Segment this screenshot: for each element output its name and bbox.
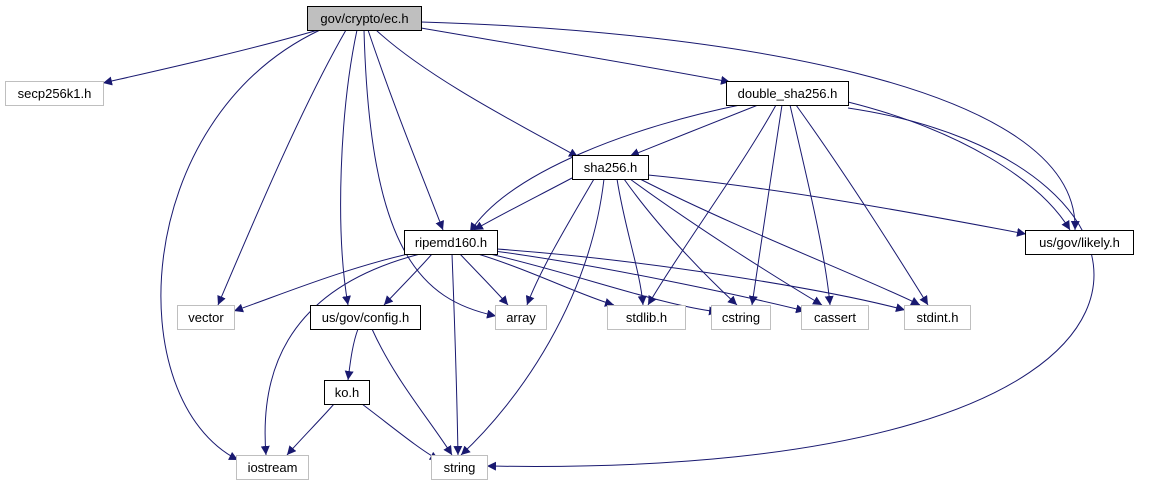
node-ec-h: gov/crypto/ec.h xyxy=(307,6,422,31)
node-double-sha256-h[interactable]: double_sha256.h xyxy=(726,81,849,106)
node-label: us/gov/likely.h xyxy=(1039,235,1120,250)
node-box xyxy=(495,305,547,330)
node-label: us/gov/config.h xyxy=(322,310,409,325)
node-box xyxy=(5,81,104,106)
node-box xyxy=(726,81,849,106)
node-string: string xyxy=(431,455,488,480)
edge-ec-h-to-ripemd160-h xyxy=(367,29,444,231)
edge-ec-h-to-iostream xyxy=(160,29,321,461)
node-box xyxy=(1025,230,1134,255)
node-iostream: iostream xyxy=(236,455,309,480)
node-box xyxy=(307,6,422,31)
node-stdlib-h: stdlib.h xyxy=(607,305,686,330)
edge-double-sha256-h-to-cstring xyxy=(748,104,783,306)
edge-sha256-h-to-cassert xyxy=(629,178,823,306)
node-box xyxy=(711,305,771,330)
node-box xyxy=(801,305,869,330)
node-array: array xyxy=(495,305,547,330)
node-label: double_sha256.h xyxy=(738,86,838,101)
edge-config-h-to-ko-h xyxy=(344,328,359,381)
edge-config-h-to-string xyxy=(371,328,453,456)
node-box xyxy=(572,155,649,180)
edge-ripemd160-h-to-config-h xyxy=(383,253,433,306)
edge-ec-h-to-likely-h xyxy=(420,21,1080,231)
node-box xyxy=(310,305,421,330)
edge-ripemd160-h-to-cassert xyxy=(493,250,806,314)
edge-double-sha256-h-to-stdint-h xyxy=(795,104,929,306)
node-secp256k1-h: secp256k1.h xyxy=(5,81,104,106)
node-label: cstring xyxy=(722,310,760,325)
edge-ec-h-to-sha256-h xyxy=(375,29,579,158)
node-label: ripemd160.h xyxy=(415,235,487,250)
edge-ripemd160-h-to-stdint-h xyxy=(496,248,906,313)
node-ripemd160-h[interactable]: ripemd160.h xyxy=(404,230,498,255)
node-label: stdlib.h xyxy=(626,310,667,325)
node-label: vector xyxy=(188,310,224,325)
node-label: ko.h xyxy=(335,385,360,400)
edge-ec-h-to-vector xyxy=(217,29,347,306)
node-label: cassert xyxy=(814,310,856,325)
node-label: array xyxy=(506,310,536,325)
node-ko-h[interactable]: ko.h xyxy=(324,380,370,405)
node-sha256-h[interactable]: sha256.h xyxy=(572,155,649,180)
node-box xyxy=(404,230,498,255)
edge-ec-h-to-double-sha256-h xyxy=(420,27,731,85)
edge-double-sha256-h-to-ripemd160-h xyxy=(469,104,741,233)
node-label: stdint.h xyxy=(917,310,959,325)
node-box xyxy=(904,305,971,330)
node-box xyxy=(607,305,686,330)
node-likely-h[interactable]: us/gov/likely.h xyxy=(1025,230,1134,255)
edge-ripemd160-h-to-iostream xyxy=(260,253,421,456)
edge-ec-h-to-array xyxy=(363,29,497,319)
node-box xyxy=(177,305,235,330)
edge-sha256-h-to-string xyxy=(460,178,605,456)
node-box xyxy=(236,455,309,480)
node-config-h[interactable]: us/gov/config.h xyxy=(310,305,421,330)
node-label: gov/crypto/ec.h xyxy=(320,11,408,26)
edge-double-sha256-h-to-likely-h xyxy=(847,101,1071,231)
node-label: iostream xyxy=(248,460,298,475)
node-vector: vector xyxy=(177,305,235,330)
edge-ripemd160-h-to-string xyxy=(451,253,463,456)
node-box xyxy=(324,380,370,405)
edge-double-sha256-h-to-string xyxy=(486,107,1095,471)
edge-ripemd160-h-to-stdlib-h xyxy=(477,253,615,307)
edge-ripemd160-h-to-vector xyxy=(233,253,409,313)
edge-double-sha256-h-to-cassert xyxy=(789,104,834,306)
node-stdint-h: stdint.h xyxy=(904,305,971,330)
edge-sha256-h-to-stdlib-h xyxy=(616,178,647,306)
edge-sha256-h-to-likely-h xyxy=(647,174,1027,237)
node-label: secp256k1.h xyxy=(18,86,92,101)
node-cassert: cassert xyxy=(801,305,869,330)
edge-double-sha256-h-to-sha256-h xyxy=(629,104,759,157)
node-label: sha256.h xyxy=(584,160,638,175)
edge-ko-h-to-iostream xyxy=(286,403,335,456)
edge-sha256-h-to-array xyxy=(525,178,595,306)
edge-ko-h-to-string xyxy=(361,403,440,461)
edge-ec-h-to-config-h xyxy=(340,29,358,306)
edge-sha256-h-to-stdint-h xyxy=(639,178,921,306)
edge-ripemd160-h-to-cstring xyxy=(489,253,719,316)
edge-ripemd160-h-to-array xyxy=(459,253,509,306)
edges xyxy=(102,21,1095,471)
edge-sha256-h-to-cstring xyxy=(623,178,738,306)
edge-sha256-h-to-ripemd160-h xyxy=(473,177,573,231)
node-label: string xyxy=(444,460,476,475)
node-cstring: cstring xyxy=(711,305,771,330)
edge-double-sha256-h-to-stdlib-h xyxy=(647,104,777,306)
edge-ec-h-to-secp256k1-h xyxy=(102,29,319,86)
nodes: gov/crypto/ec.h secp256k1.h double_sha256.… xyxy=(5,6,1134,480)
node-box xyxy=(431,455,488,480)
